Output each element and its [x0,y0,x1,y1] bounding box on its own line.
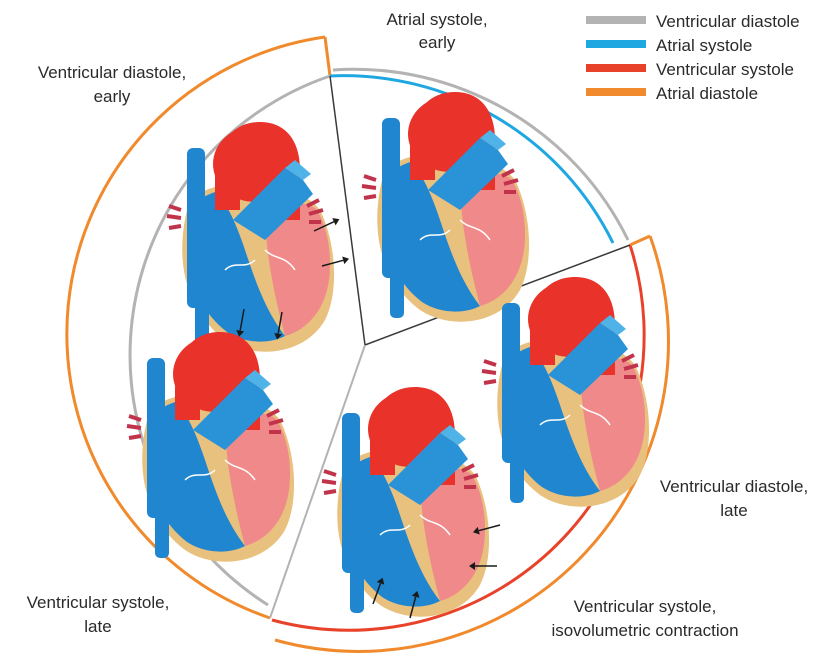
legend-swatch-1 [586,40,646,48]
legend-swatch-2 [586,64,646,72]
legend-label-1: Atrial systole [656,36,752,55]
label-ventricular-systole-iso-2: isovolumetric contraction [551,621,738,640]
label-ventricular-diastole-late-1: Ventricular diastole, [660,477,808,496]
heart-icon-isovolumetric [322,387,489,617]
heart-icon-atrial-systole [362,92,529,322]
legend-swatch-0 [586,16,646,24]
label-ventricular-diastole-early-1: Ventricular diastole, [38,63,186,82]
heart-icon-diastole-late [482,277,649,507]
label-ventricular-diastole-early-2: early [94,87,131,106]
legend-label-2: Ventricular systole [656,60,794,79]
label-atrial-systole-early-1: Atrial systole, [386,10,487,29]
label-atrial-systole-early-2: early [419,33,456,52]
legend: Ventricular diastole Atrial systole Vent… [586,12,800,103]
heart-icon-systole-late [127,332,294,562]
label-ventricular-diastole-late-2: late [720,501,747,520]
label-ventricular-systole-iso-1: Ventricular systole, [574,597,717,616]
legend-label-0: Ventricular diastole [656,12,800,31]
legend-label-3: Atrial diastole [656,84,758,103]
divider-top [330,76,365,345]
heart-icon-diastole-early [167,122,334,352]
legend-swatch-3 [586,88,646,96]
atrial-diastole-edge-top [325,37,330,76]
label-ventricular-systole-late-1: Ventricular systole, [27,593,170,612]
label-ventricular-systole-late-2: late [84,617,111,636]
